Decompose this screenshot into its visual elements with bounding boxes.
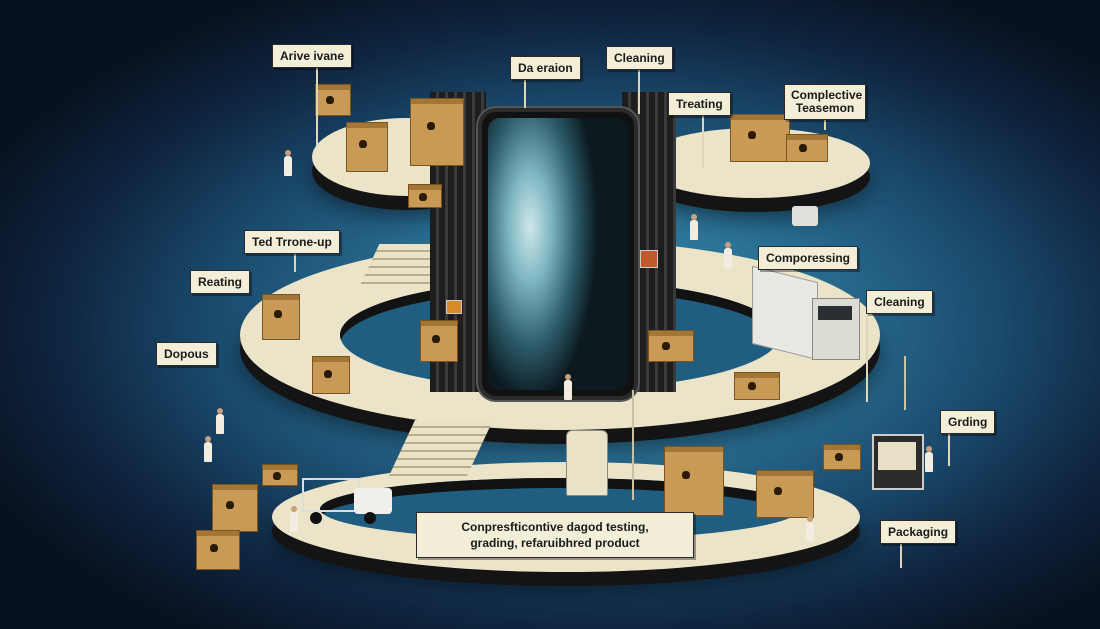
smartphone xyxy=(478,108,638,400)
delivery-truck xyxy=(752,265,860,366)
label-pointer xyxy=(524,72,526,108)
cardboard-box xyxy=(312,356,350,394)
scale-device xyxy=(792,206,818,226)
cardboard-box xyxy=(730,114,790,162)
worker xyxy=(806,516,814,542)
laptop xyxy=(872,434,924,490)
label-grding: Grding xyxy=(940,410,996,434)
label-pointer xyxy=(294,238,296,272)
label-complective: Complective Teasemon xyxy=(784,84,866,120)
label-pointer xyxy=(948,426,950,466)
cardboard-box xyxy=(315,84,351,116)
label-arrive: Arive ivane xyxy=(272,44,353,68)
label-pointer xyxy=(900,538,902,568)
canister-machine xyxy=(566,430,608,496)
worker xyxy=(216,408,224,434)
cardboard-box xyxy=(410,98,464,166)
cardboard-box xyxy=(786,134,828,162)
caption-line-2: grading, refaruibhred product xyxy=(470,536,640,550)
cardboard-box xyxy=(408,184,442,208)
worker xyxy=(290,506,298,532)
label-packaging: Packaging xyxy=(880,520,957,544)
wire xyxy=(632,390,634,500)
label-pointer xyxy=(316,62,318,146)
worker xyxy=(724,242,732,268)
cardboard-box xyxy=(420,320,458,362)
label-daeraion: Da eraion xyxy=(510,56,581,80)
circuit-chip xyxy=(640,250,658,268)
cardboard-box xyxy=(262,464,298,486)
label-pointer xyxy=(866,306,868,402)
label-reating: Reating xyxy=(190,270,251,294)
cardboard-box xyxy=(664,446,724,516)
label-pointer xyxy=(638,64,640,114)
label-bottom-caption: Conpresfticontive dagod testing, grading… xyxy=(416,512,694,558)
label-pointer xyxy=(702,108,704,168)
wire xyxy=(904,356,906,410)
cardboard-box xyxy=(734,372,780,400)
worker xyxy=(925,446,933,472)
worker xyxy=(284,150,292,176)
cardboard-box xyxy=(823,444,861,470)
label-ted: Ted Trrone-up xyxy=(244,230,340,254)
label-comporessing: Comporessing xyxy=(758,246,859,270)
worker xyxy=(690,214,698,240)
circuit-chip xyxy=(446,300,462,314)
smartphone-screen xyxy=(488,118,628,390)
label-treating: Treating xyxy=(668,92,731,116)
worker xyxy=(204,436,212,462)
label-dopous: Dopous xyxy=(156,342,217,366)
caption-line-1: Conpresfticontive dagod testing, xyxy=(461,520,649,534)
cardboard-box xyxy=(262,294,300,340)
cardboard-box xyxy=(212,484,258,532)
label-cleaning-top: Cleaning xyxy=(606,46,673,70)
label-cleaning-right: Cleaning xyxy=(866,290,933,314)
cardboard-box xyxy=(196,530,240,570)
cardboard-box xyxy=(756,470,814,518)
cardboard-box xyxy=(648,330,694,362)
cardboard-box xyxy=(346,122,388,172)
pickup-truck xyxy=(302,472,392,526)
worker xyxy=(564,374,572,400)
